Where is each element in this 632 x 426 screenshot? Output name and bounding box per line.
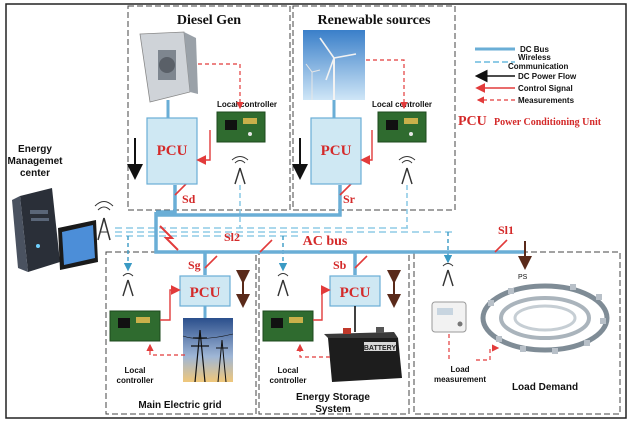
diesel-controller-board bbox=[216, 111, 266, 143]
renewable-controller-board bbox=[377, 111, 427, 143]
outer-frame bbox=[5, 3, 627, 419]
grid-antenna-icon bbox=[122, 273, 134, 297]
diesel-section-box bbox=[127, 5, 291, 211]
emc-label-2: Managemet bbox=[7, 156, 63, 167]
legend-dc-bus: DC Bus bbox=[520, 45, 549, 54]
monitor-icon bbox=[58, 220, 98, 270]
grid-local-label-1: Local bbox=[125, 366, 146, 375]
diesel-generator-icon bbox=[139, 31, 198, 103]
legend-pcu-abbr: PCU bbox=[458, 114, 487, 129]
renewable-antenna-icon bbox=[398, 156, 416, 185]
storage-measurement-line bbox=[296, 343, 330, 358]
load-antenna-icon bbox=[442, 263, 454, 287]
diesel-antenna-icon bbox=[231, 156, 249, 185]
storage-control-signal bbox=[313, 285, 331, 321]
smart-meter-icon bbox=[431, 301, 467, 333]
grid-control-signal bbox=[160, 285, 181, 321]
switch-sr-label: Sr bbox=[343, 192, 356, 206]
storage-title-line1: Energy Storage bbox=[296, 392, 370, 403]
switch-sd-label: Sd bbox=[182, 192, 196, 206]
switch-sl2-label: Sl2 bbox=[224, 230, 240, 244]
emc-antenna-icon bbox=[94, 201, 114, 241]
renewable-pcu-label: PCU bbox=[321, 143, 352, 159]
switch-ps-label: PS bbox=[518, 274, 528, 281]
battery-label: BATTERY bbox=[364, 345, 397, 352]
grid-measurement-line bbox=[146, 343, 185, 356]
renewable-title: Renewable sources bbox=[318, 13, 431, 28]
load-measurement-label-2: measurement bbox=[434, 375, 486, 384]
grid-pcu-label: PCU bbox=[190, 285, 221, 301]
renewable-control-signal bbox=[360, 130, 373, 165]
storage-antenna-icon bbox=[277, 273, 289, 297]
legend-measurements: Measurements bbox=[518, 96, 575, 105]
particle-accelerator-ring-icon bbox=[480, 283, 610, 354]
storage-local-label-1: Local bbox=[278, 366, 299, 375]
storage-local-label-2: controller bbox=[270, 376, 307, 385]
wireless-links bbox=[115, 185, 455, 272]
emc-label-3: center bbox=[20, 168, 50, 179]
battery-icon bbox=[324, 327, 402, 382]
load-title: Load Demand bbox=[512, 382, 578, 393]
renewable-measurement-line bbox=[366, 59, 408, 110]
switch-sg-label: Sg bbox=[188, 258, 201, 272]
diesel-control-signal bbox=[196, 130, 211, 165]
switch-sl1 bbox=[494, 239, 508, 253]
switch-sl2 bbox=[259, 239, 273, 253]
grid-title: Main Electric grid bbox=[138, 400, 221, 411]
ac-bus-label: AC bus bbox=[303, 234, 348, 249]
legend-dc-flow: DC Power Flow bbox=[518, 72, 577, 81]
load-to-ring-measurement bbox=[476, 344, 500, 361]
wind-turbine-image bbox=[303, 30, 365, 100]
emc-label-1: Energy bbox=[18, 144, 52, 155]
renewable-local-controller-label: Local controller bbox=[372, 100, 432, 109]
renewable-pcu bbox=[310, 117, 362, 185]
load-measurement-label-1: Load bbox=[450, 365, 469, 374]
storage-pcu-label: PCU bbox=[340, 285, 371, 301]
grid-controller-board bbox=[109, 310, 161, 342]
legend: DC Bus Wireless Communication DC Power F… bbox=[458, 45, 602, 129]
grid-pcu bbox=[179, 275, 231, 307]
legend-control: Control Signal bbox=[518, 84, 573, 93]
switch-sb bbox=[354, 255, 368, 269]
legend-wireless-1: Wireless bbox=[518, 53, 551, 62]
power-lines-image bbox=[182, 318, 234, 383]
diesel-local-controller-label: Local controller bbox=[217, 100, 277, 109]
switch-sg bbox=[204, 255, 218, 269]
renewable-section-box bbox=[292, 5, 456, 211]
storage-title-line2: System bbox=[315, 404, 351, 415]
diesel-title: Diesel Gen bbox=[177, 13, 241, 28]
switch-sl1-label: Sl1 bbox=[498, 223, 514, 237]
grid-local-label-2: controller bbox=[117, 376, 154, 385]
storage-controller-board bbox=[262, 310, 314, 342]
switch-sb-label: Sb bbox=[333, 258, 347, 272]
legend-pcu-full: Power Conditioning Unit bbox=[494, 117, 602, 128]
server-icon bbox=[12, 188, 60, 272]
diesel-pcu-label: PCU bbox=[157, 143, 188, 159]
diesel-measurement-line bbox=[198, 63, 244, 110]
legend-wireless-2: Communication bbox=[508, 62, 569, 71]
diesel-pcu bbox=[146, 117, 198, 185]
